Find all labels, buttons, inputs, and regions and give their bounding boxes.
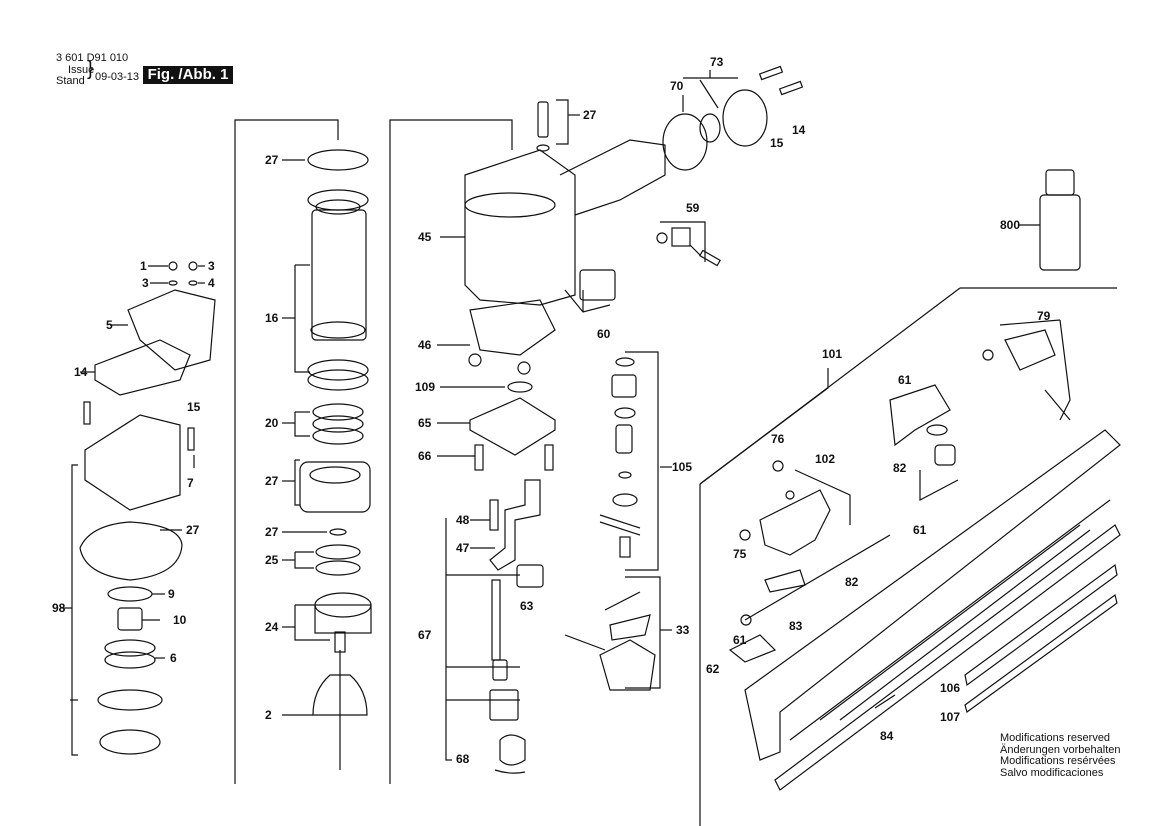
figure-label: Fig. /Abb. 1 <box>143 66 233 84</box>
part-67-driver <box>491 579 501 661</box>
part-27-oring <box>307 149 369 171</box>
brace: } <box>87 58 94 80</box>
part-label-14: 14 <box>792 123 806 137</box>
part-label-83: 83 <box>789 619 803 633</box>
part-4-cover <box>127 289 216 371</box>
part-label-48: 48 <box>456 513 470 527</box>
part-label-101: 101 <box>822 347 842 361</box>
part-label-27: 27 <box>265 525 279 539</box>
part-label-7: 7 <box>187 476 194 490</box>
part-33-trigger <box>599 639 656 691</box>
part-label-61: 61 <box>898 373 912 387</box>
part-label-45: 45 <box>418 230 432 244</box>
part-label-61: 61 <box>913 523 927 537</box>
part-16-cylinder <box>311 209 367 341</box>
part-label-27: 27 <box>186 523 200 537</box>
issue-label: Issue <box>68 64 95 76</box>
part-5-shield <box>94 339 191 396</box>
part-800-tube <box>1039 194 1081 271</box>
part-label-82: 82 <box>845 575 859 589</box>
issue-date: 09-03-13 <box>95 71 140 83</box>
part-label-75: 75 <box>733 547 747 561</box>
frame-cylinder <box>234 119 339 784</box>
part-label-102: 102 <box>815 452 835 466</box>
part-label-63: 63 <box>520 599 534 613</box>
part-label-82: 82 <box>893 461 907 475</box>
part-45-housing <box>464 149 576 306</box>
part-105-valve <box>611 374 637 398</box>
part-label-84: 84 <box>880 729 894 743</box>
note-es: Salvo modificaciones <box>1000 766 1104 779</box>
part-label-15: 15 <box>187 400 201 414</box>
part-label-10: 10 <box>173 613 187 627</box>
part-62-pusher <box>728 634 777 663</box>
part-label-14: 14 <box>74 365 88 379</box>
part-label-61: 61 <box>733 633 747 647</box>
part-label-27: 27 <box>265 153 279 167</box>
part-label-20: 20 <box>265 416 279 430</box>
part-label-6: 6 <box>170 651 177 665</box>
part-46-nose <box>469 299 556 356</box>
part-106-strip <box>964 563 1118 687</box>
part-6-housing <box>84 414 181 511</box>
frame-body <box>389 119 513 784</box>
part-label-3: 3 <box>208 259 215 273</box>
note-de: Änderungen vorbehalten <box>1000 743 1121 756</box>
part-label-105: 105 <box>672 460 692 474</box>
part-label-79: 79 <box>1037 309 1051 323</box>
part-label-5: 5 <box>106 318 113 332</box>
part-label-59: 59 <box>686 201 700 215</box>
part-84-magazine <box>744 429 1121 761</box>
part-label-27: 27 <box>265 474 279 488</box>
part-label-2: 2 <box>265 708 272 722</box>
part-label-67: 67 <box>418 628 432 642</box>
part-label-9: 9 <box>168 587 175 601</box>
part-label-15: 15 <box>770 136 784 150</box>
part-label-1: 1 <box>140 259 147 273</box>
part-label-73: 73 <box>710 55 724 69</box>
part-label-66: 66 <box>418 449 432 463</box>
part-65-plate <box>469 397 556 456</box>
part-label-3: 3 <box>142 276 149 290</box>
part-label-106: 106 <box>940 681 960 695</box>
part-7-gasket <box>79 521 183 581</box>
part-107-strip <box>964 593 1118 713</box>
part-label-60: 60 <box>597 327 611 341</box>
part-label-68: 68 <box>456 752 470 766</box>
part-label-65: 65 <box>418 416 432 430</box>
part-label-98: 98 <box>52 601 66 615</box>
part-20-retainer <box>299 461 371 513</box>
part-label-70: 70 <box>670 79 684 93</box>
part-24-bumper <box>312 674 368 716</box>
part-98-guide <box>1004 329 1056 371</box>
part-label-800: 800 <box>1000 218 1020 232</box>
part-101-bracket <box>889 384 951 447</box>
part-76-latch <box>759 489 831 556</box>
part-label-62: 62 <box>706 662 720 676</box>
stand-label: Stand <box>56 75 85 87</box>
document-number: 3 601 D91 010 <box>56 52 129 64</box>
note-en: Modifications reserved <box>1000 732 1111 744</box>
part-label-16: 16 <box>265 311 279 325</box>
part-label-27: 27 <box>583 108 597 122</box>
part-label-109: 109 <box>415 380 435 394</box>
part-label-24: 24 <box>265 620 279 634</box>
part-label-76: 76 <box>771 432 785 446</box>
modification-notes: Modifications reserved Änderungen vorbeh… <box>1000 732 1121 779</box>
part-label-25: 25 <box>265 553 279 567</box>
part-label-47: 47 <box>456 541 470 555</box>
part-label-46: 46 <box>418 338 432 352</box>
part-label-107: 107 <box>940 710 960 724</box>
part-label-4: 4 <box>208 276 215 290</box>
part-label-33: 33 <box>676 623 690 637</box>
note-fr: Modifications resérvées <box>1000 755 1116 767</box>
